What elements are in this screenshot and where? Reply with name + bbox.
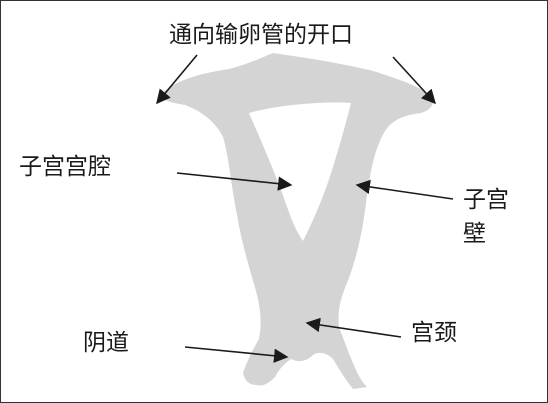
label-uterine-cavity: 子宫宫腔	[19, 154, 111, 180]
label-vagina: 阴道	[83, 330, 129, 356]
arrow-cervix	[305, 317, 402, 338]
label-fallopian-openings: 通向输卵管的开口	[169, 22, 353, 48]
label-uterine-wall: 子宫壁	[463, 187, 509, 247]
uterine-cavity-shape	[249, 102, 351, 242]
label-cervix: 宫颈	[411, 320, 457, 346]
arrow-uterine-wall	[355, 179, 454, 200]
arrow-fallopian-left	[156, 54, 198, 105]
arrow-uterine-cavity	[176, 172, 293, 191]
arrow-fallopian-right	[392, 56, 436, 105]
arrow-vagina	[184, 346, 289, 363]
